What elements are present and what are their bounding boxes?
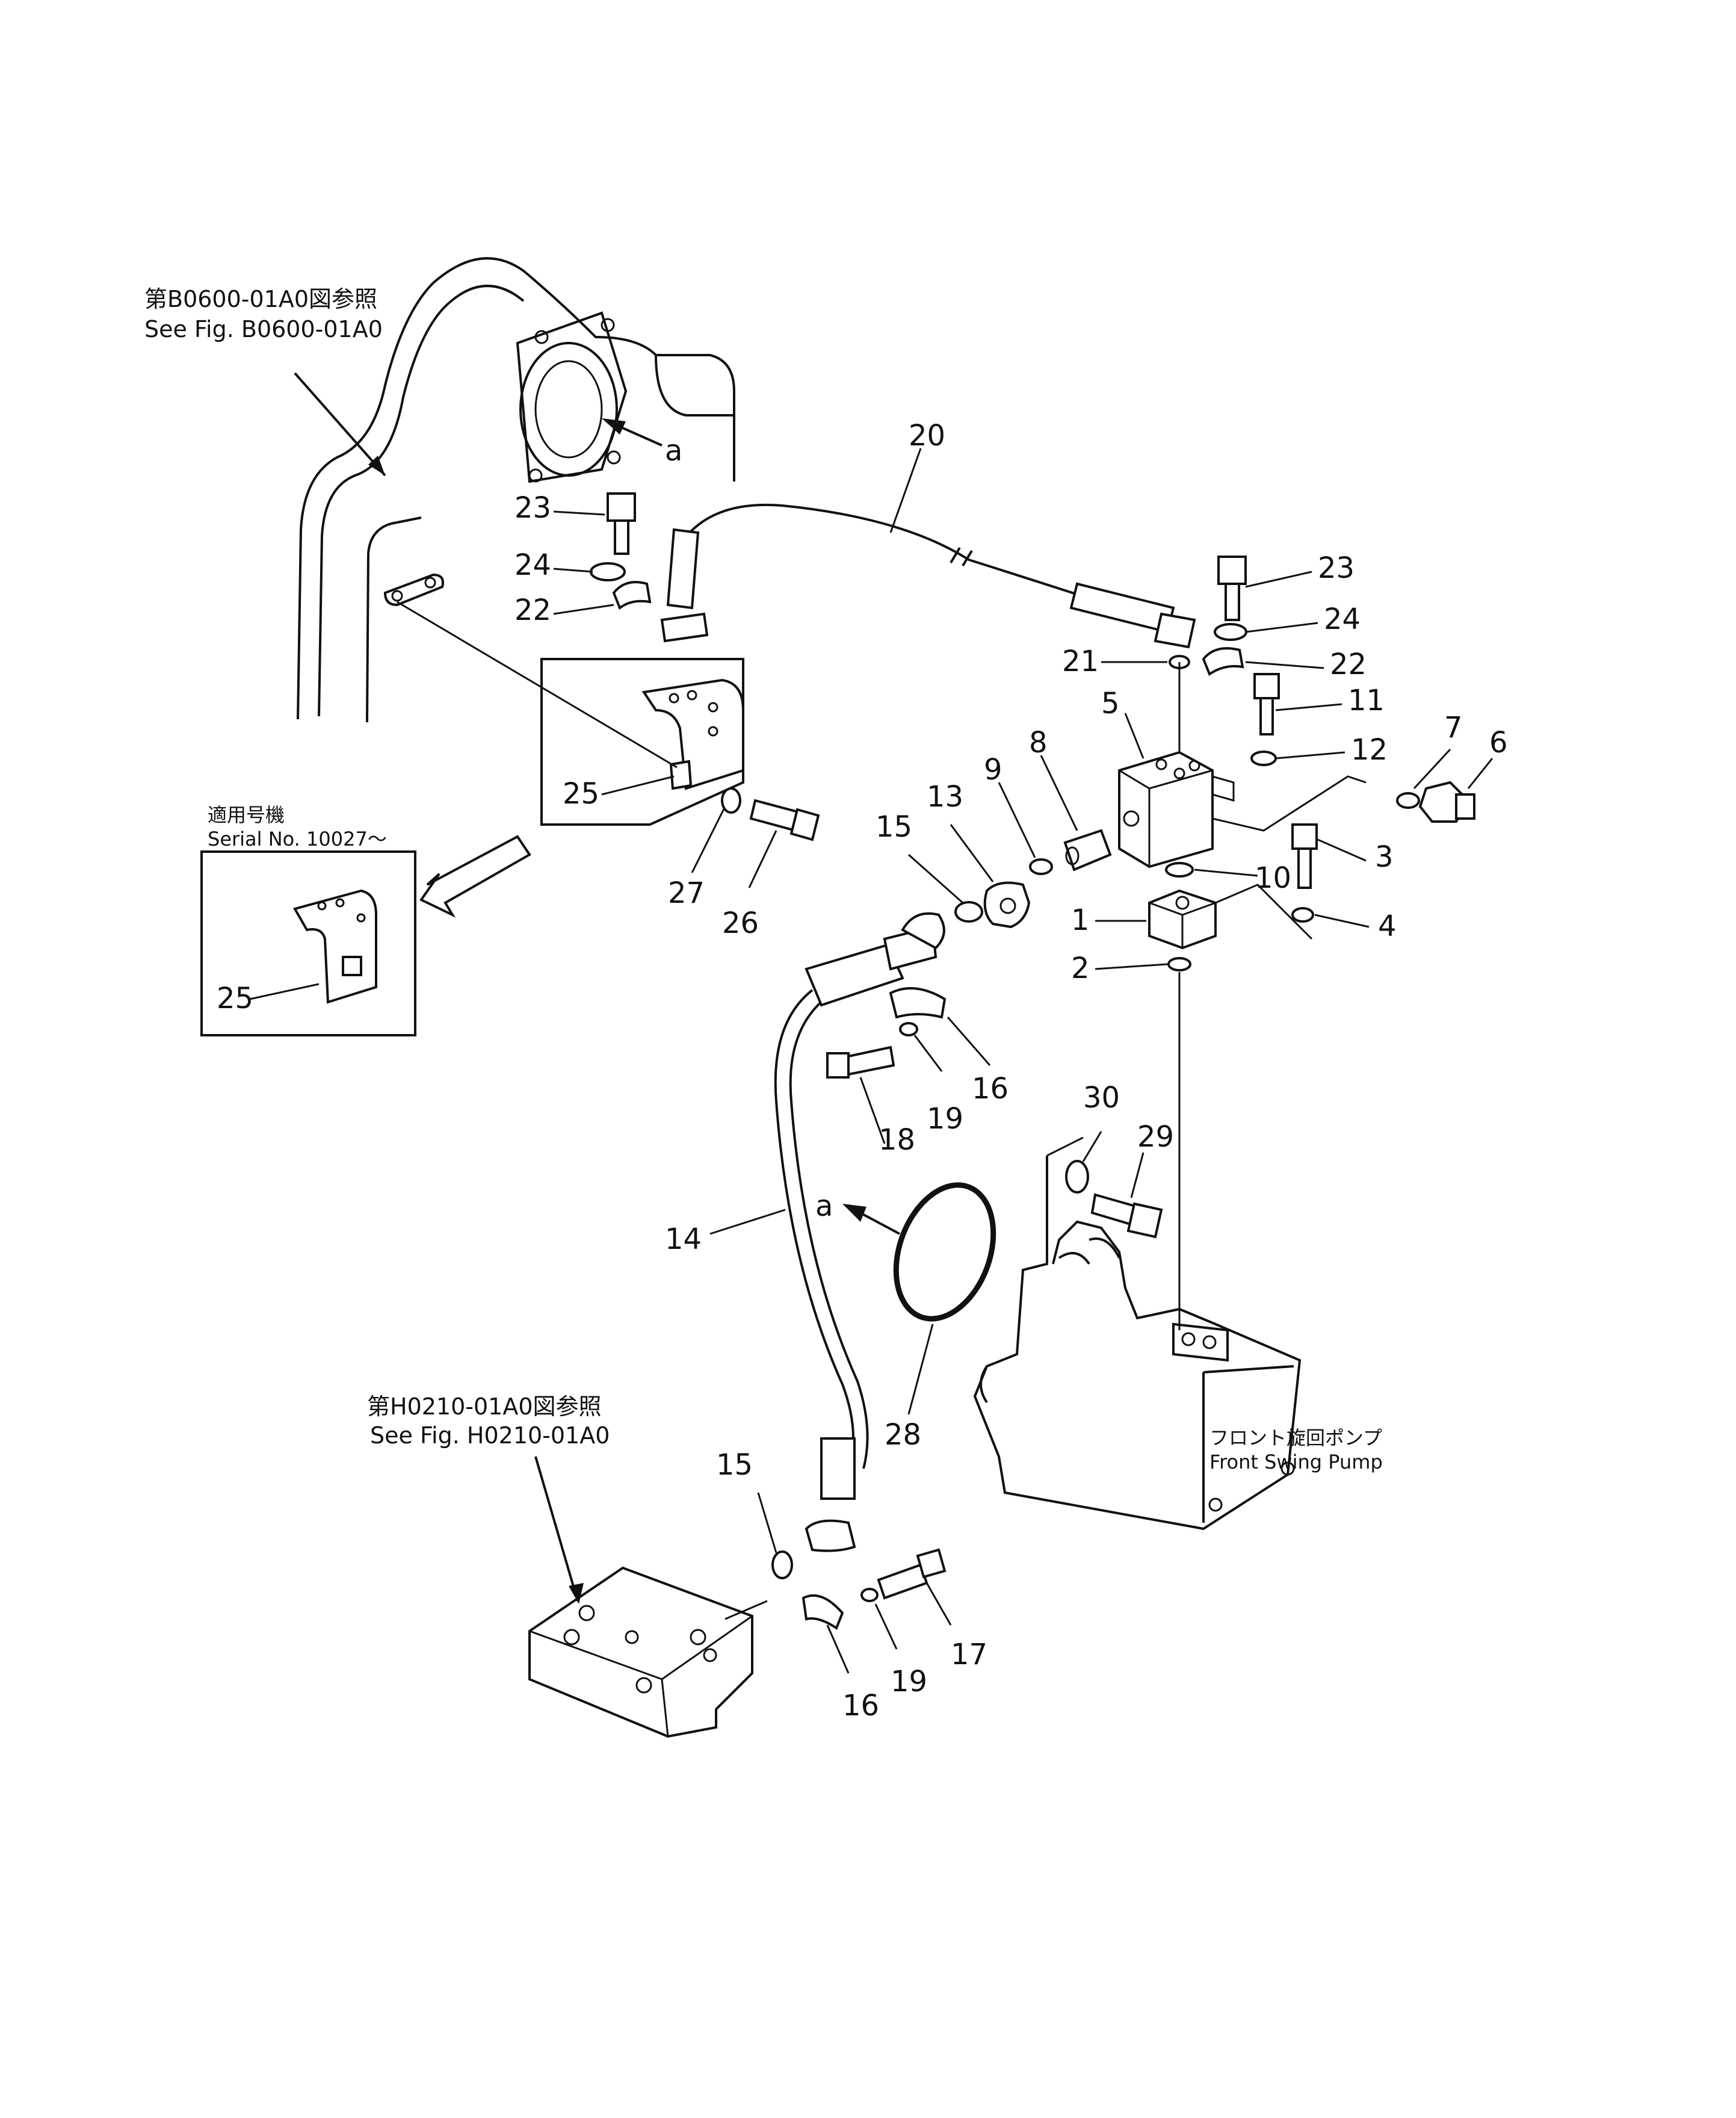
label-3: 3	[1375, 840, 1394, 874]
washer-27	[721, 787, 741, 814]
ref-bottom-arrowhead	[569, 1583, 584, 1604]
bolt-23-left	[607, 492, 636, 555]
front-swing-pump	[973, 1136, 1302, 1531]
axis-lower	[724, 1600, 768, 1620]
ref-top-en: See Fig. B0600-01A0	[144, 316, 383, 342]
label-19-upper: 19	[927, 1102, 963, 1136]
bolt-26	[749, 799, 820, 841]
leader-lines	[553, 448, 1494, 1674]
inset-arrow	[419, 835, 531, 918]
label-11: 11	[1348, 684, 1385, 717]
washer-12	[1250, 751, 1277, 766]
label-6: 6	[1489, 726, 1508, 760]
label-8: 8	[1029, 726, 1048, 760]
fitting-6	[1418, 781, 1475, 823]
label-25: 25	[563, 777, 599, 811]
label-5: 5	[1101, 687, 1120, 720]
bolt-29	[1090, 1193, 1163, 1239]
block-1	[1148, 884, 1313, 950]
label-18: 18	[879, 1123, 915, 1157]
label-23-right: 23	[1318, 551, 1355, 585]
inset-box	[200, 850, 416, 1036]
oring-15-upper	[954, 901, 983, 923]
adapter-8	[1063, 829, 1112, 872]
bracket-group	[397, 601, 744, 826]
hose-14	[774, 912, 945, 1552]
label-15-lower: 15	[716, 1448, 753, 1482]
oring-9	[1029, 858, 1053, 875]
view-mark-lower: a	[815, 1189, 833, 1223]
label-30: 30	[1083, 1081, 1120, 1115]
label-28: 28	[885, 1418, 921, 1452]
label-24-right: 24	[1324, 602, 1361, 636]
label-13: 13	[927, 780, 963, 814]
ref-bottom-en: See Fig. H0210-01A0	[370, 1422, 610, 1449]
flange-13	[983, 881, 1031, 929]
bolt-17	[877, 1548, 947, 1600]
view-arrowhead-upper	[602, 418, 626, 435]
label-16-lower: 16	[842, 1689, 879, 1723]
label-19-lower: 19	[891, 1665, 927, 1698]
clamp-16-upper	[889, 987, 947, 1019]
hose-20	[660, 503, 1196, 649]
label-29: 29	[1137, 1120, 1174, 1154]
label-27: 27	[668, 876, 705, 910]
bolt-18	[826, 1045, 895, 1079]
label-4: 4	[1378, 909, 1397, 943]
part-numbers: 23 24 22 20 23 24 22 21 11 5 12 7 6 8 9 …	[514, 419, 1508, 1723]
ref-bottom-jp: 第H0210-01A0図参照	[367, 1393, 602, 1420]
frame-housing	[297, 257, 735, 723]
pump-label-en: Front Swing Pump	[1209, 1451, 1383, 1473]
washer-19-lower	[860, 1588, 879, 1602]
label-22-left: 22	[514, 593, 551, 627]
washer-24-right	[1214, 623, 1247, 641]
label-23-left: 23	[514, 491, 551, 525]
label-26: 26	[722, 906, 759, 940]
label-2: 2	[1071, 952, 1090, 985]
label-21: 21	[1062, 645, 1099, 678]
ref-bottom-leader	[534, 1456, 579, 1602]
label-10: 10	[1255, 861, 1291, 895]
bolt-3	[1291, 823, 1318, 889]
bolt-11	[1253, 673, 1280, 735]
inset-title: 適用号機	[208, 804, 285, 826]
bolt-23-right	[1217, 556, 1247, 621]
label-14: 14	[665, 1222, 702, 1256]
label-22-right: 22	[1330, 648, 1367, 681]
clamp-22-right	[1202, 647, 1244, 677]
ref-top-leader	[294, 372, 386, 477]
oring-15-lower	[771, 1550, 793, 1579]
label-9: 9	[984, 753, 1002, 787]
label-16-upper: 16	[972, 1072, 1009, 1106]
label-1: 1	[1071, 903, 1090, 937]
washer-4	[1291, 907, 1314, 923]
washer-19-upper	[899, 1022, 918, 1036]
ref-top-arrowhead	[368, 456, 385, 475]
inset-leader	[249, 983, 320, 1000]
washer-24-left	[590, 562, 626, 581]
inset-serial: Serial No. 10027～	[208, 828, 387, 850]
oring-2	[1167, 957, 1191, 971]
block-5	[1118, 751, 1367, 869]
washer-30	[1065, 1160, 1089, 1194]
oring-10	[1165, 862, 1194, 878]
oring-28	[893, 1182, 996, 1322]
label-24-left: 24	[514, 548, 551, 582]
inset-bracket	[292, 889, 377, 1004]
label-15-upper: 15	[876, 810, 912, 844]
inset-part-label: 25	[217, 982, 253, 1015]
label-17: 17	[951, 1638, 987, 1671]
clamp-16-lower	[802, 1594, 844, 1630]
view-mark-upper: a	[665, 434, 682, 468]
oring-7	[1396, 792, 1420, 809]
label-7: 7	[1444, 711, 1463, 745]
label-12: 12	[1351, 733, 1388, 767]
ref-top-jp: 第B0600-01A0図参照	[144, 286, 377, 312]
clamp-22-left	[612, 581, 652, 610]
view-arrowhead-lower	[842, 1204, 866, 1222]
label-20: 20	[909, 419, 945, 453]
pump-label-jp: フロント旋回ポンプ	[1209, 1426, 1382, 1449]
valve-block-lower	[528, 1566, 753, 1738]
